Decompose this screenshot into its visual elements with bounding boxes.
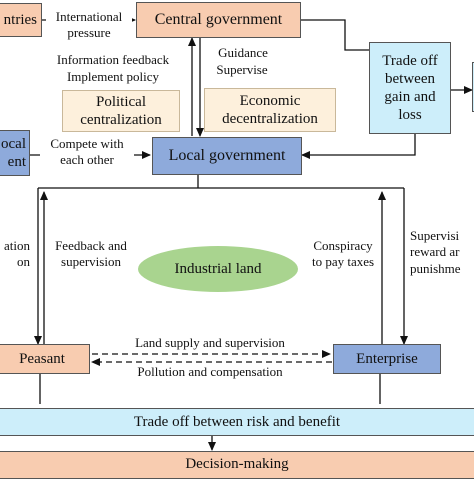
- local-government-box: Local government: [152, 137, 302, 175]
- tradeoff-to-local-line: [345, 134, 416, 156]
- central-government-box: Central government: [136, 2, 301, 38]
- decision-making-box: Decision-making: [0, 451, 474, 479]
- other-local-line1: ocal: [1, 136, 26, 152]
- land-supply-label: Land supply and supervision: [135, 335, 285, 350]
- international-pressure-label: International pressure: [46, 9, 132, 42]
- implement-policy-label: Implement policy: [66, 69, 160, 84]
- peasant-box: Peasant: [0, 344, 90, 374]
- right-edge-box: [472, 62, 474, 112]
- pollution-label: Pollution and compensation: [137, 364, 283, 379]
- guidance-label: Guidance: [218, 45, 268, 60]
- feedback-supervision-label: Feedback and supervision: [55, 238, 127, 270]
- conspiracy-label: Conspiracy to pay taxes: [311, 238, 375, 270]
- political-centralization-box: Political centralization: [62, 90, 180, 132]
- trade-off-risk-benefit-box: Trade off between risk and benefit: [0, 408, 474, 436]
- left-cut-label: ation on: [4, 238, 30, 270]
- economic-decentralization-box: Economic decentralization: [204, 88, 336, 132]
- industrial-land-label: Industrial land: [174, 261, 262, 277]
- other-local-government-box: ocal ent: [0, 130, 30, 176]
- information-feedback-label: Information feedback: [56, 52, 170, 67]
- right-cut-label: Supervisi reward ar punishme: [410, 228, 461, 276]
- industrial-land-ellipse: [138, 246, 298, 292]
- compete-label: Compete with each other: [40, 136, 134, 169]
- supervise-label: Supervise: [216, 62, 268, 77]
- other-local-line2: ent: [7, 154, 26, 170]
- countries-box: ntries: [0, 3, 42, 37]
- enterprise-box: Enterprise: [333, 344, 441, 374]
- trade-off-gain-loss-box: Trade off between gain and loss: [369, 42, 451, 134]
